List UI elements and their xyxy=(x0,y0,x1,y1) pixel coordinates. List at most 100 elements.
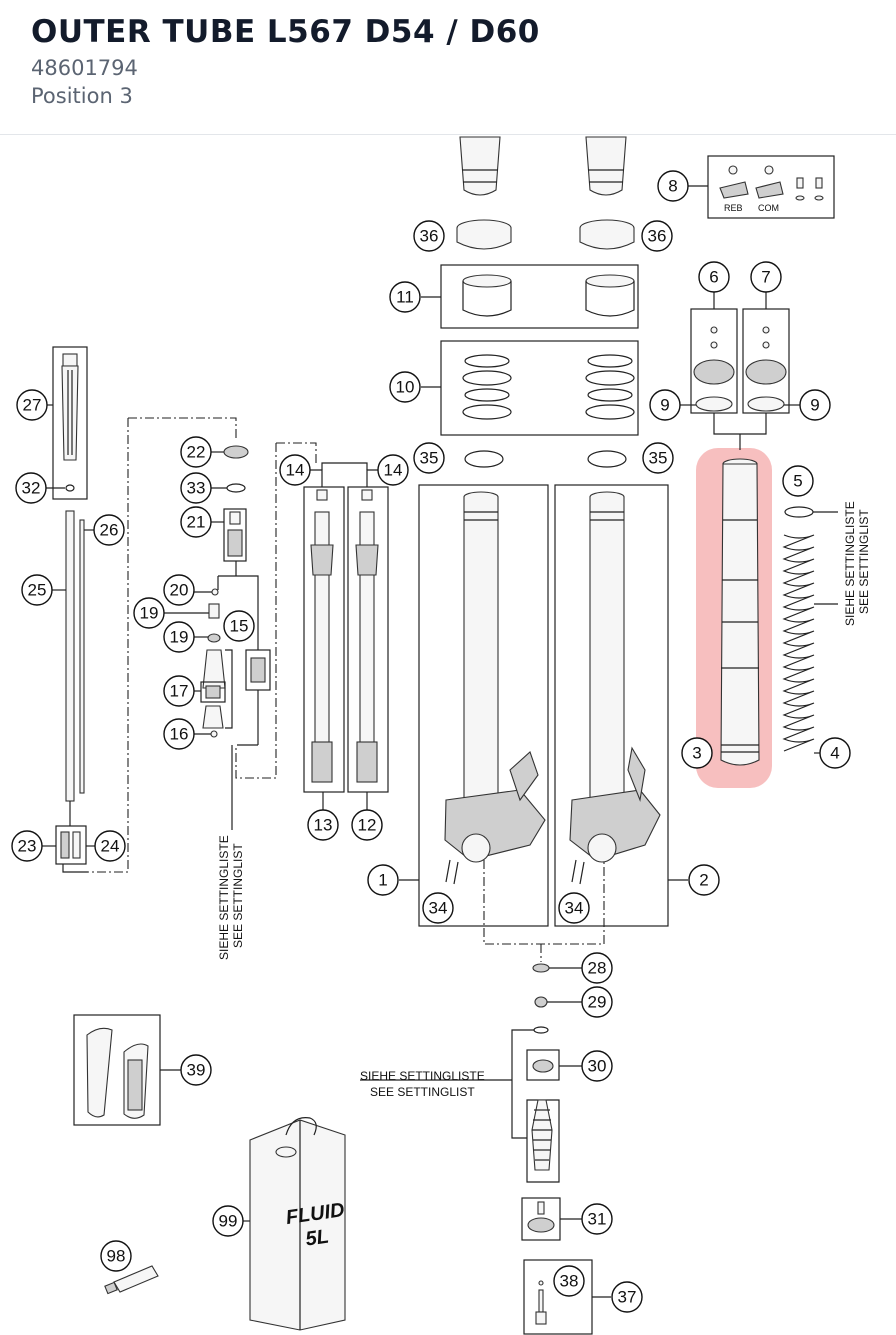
svg-text:26: 26 xyxy=(100,521,119,540)
part-4-spring xyxy=(782,534,815,752)
callout-24[interactable]: 24 xyxy=(94,830,126,862)
svg-text:33: 33 xyxy=(187,479,206,498)
callout-30[interactable]: 30 xyxy=(581,1050,613,1082)
svg-text:21: 21 xyxy=(187,513,206,532)
part-12-cartridge xyxy=(355,489,379,783)
callout-29[interactable]: 29 xyxy=(581,986,613,1018)
svg-text:98: 98 xyxy=(107,1247,126,1266)
svg-text:27: 27 xyxy=(23,396,42,415)
callout-37[interactable]: 37 xyxy=(611,1281,643,1313)
callout-23[interactable]: 23 xyxy=(11,830,43,862)
svg-text:25: 25 xyxy=(28,581,47,600)
part-28-nut xyxy=(532,963,550,973)
callout-14-left[interactable]: 14 xyxy=(279,454,311,486)
callout-38[interactable]: 38 xyxy=(553,1265,585,1297)
callout-34-left[interactable]: 34 xyxy=(422,892,454,924)
callout-99[interactable]: 99 xyxy=(212,1205,244,1237)
callout-8[interactable]: 8 xyxy=(657,170,689,202)
svg-text:37: 37 xyxy=(618,1288,637,1307)
callout-14-right[interactable]: 14 xyxy=(377,454,409,486)
callout-35-left[interactable]: 35 xyxy=(413,442,445,474)
part-36-right xyxy=(579,219,635,250)
callout-36-right[interactable]: 36 xyxy=(641,220,673,252)
com-label: COM xyxy=(758,203,779,213)
reb-label: REB xyxy=(724,203,743,213)
callout-39[interactable]: 39 xyxy=(180,1054,212,1086)
svg-text:3: 3 xyxy=(692,744,701,763)
settinglist-note-bottom-en: SEE SETTINGLIST xyxy=(370,1085,475,1099)
settinglist-note-right-en: SEE SETTINGLIST xyxy=(857,509,871,614)
callout-13[interactable]: 13 xyxy=(307,809,339,841)
settinglist-note-left-en: SEE SETTINGLIST xyxy=(231,843,245,948)
callout-2[interactable]: 2 xyxy=(688,864,720,896)
callout-34-right[interactable]: 34 xyxy=(558,892,590,924)
svg-text:9: 9 xyxy=(810,396,819,415)
fork-top-left xyxy=(459,136,501,196)
callout-4[interactable]: 4 xyxy=(819,737,851,769)
svg-text:8: 8 xyxy=(668,177,677,196)
svg-text:14: 14 xyxy=(384,461,403,480)
svg-text:28: 28 xyxy=(588,959,607,978)
svg-text:36: 36 xyxy=(648,227,667,246)
callout-32[interactable]: 32 xyxy=(15,472,47,504)
callout-15[interactable]: 15 xyxy=(223,610,255,642)
callout-36-left[interactable]: 36 xyxy=(413,220,445,252)
callout-98[interactable]: 98 xyxy=(100,1240,132,1272)
svg-text:34: 34 xyxy=(565,899,584,918)
callout-22[interactable]: 22 xyxy=(180,436,212,468)
callout-3[interactable]: 3 xyxy=(681,737,713,769)
exploded-parts-diagram: REB COM xyxy=(11,136,871,1335)
fork-top-right xyxy=(585,136,627,196)
callout-6[interactable]: 6 xyxy=(698,261,730,293)
callout-27[interactable]: 27 xyxy=(16,389,48,421)
svg-text:39: 39 xyxy=(187,1061,206,1080)
callout-7[interactable]: 7 xyxy=(750,261,782,293)
part-98-grease-tube xyxy=(104,1265,159,1295)
callout-9-left[interactable]: 9 xyxy=(649,389,681,421)
callout-10[interactable]: 10 xyxy=(389,371,421,403)
svg-text:11: 11 xyxy=(396,288,414,307)
callout-26[interactable]: 26 xyxy=(93,514,125,546)
part-99-fluid-can: FLUID 5L xyxy=(249,1117,346,1331)
callout-17[interactable]: 17 xyxy=(163,675,195,707)
part-37-bolt xyxy=(535,1280,547,1325)
position-label: Position 3 xyxy=(31,84,133,108)
svg-text:23: 23 xyxy=(18,837,37,856)
svg-text:1: 1 xyxy=(378,871,387,890)
settinglist-note-left-de: SIEHE SETTINGLISTE xyxy=(217,835,231,960)
callout-21[interactable]: 21 xyxy=(180,506,212,538)
part-27-tool xyxy=(61,353,79,461)
svg-text:35: 35 xyxy=(649,449,668,468)
callout-9-right[interactable]: 9 xyxy=(799,389,831,421)
callout-35-right[interactable]: 35 xyxy=(642,442,674,474)
shim-stack xyxy=(531,1099,553,1171)
callout-31[interactable]: 31 xyxy=(581,1203,613,1235)
callout-1[interactable]: 1 xyxy=(367,864,399,896)
callout-19-upper[interactable]: 19 xyxy=(133,597,165,629)
part-31-piston xyxy=(527,1201,555,1233)
callout-19-lower[interactable]: 19 xyxy=(163,621,195,653)
svg-text:19: 19 xyxy=(140,604,159,623)
page-header: OUTER TUBE L567 D54 / D60 48601794 Posit… xyxy=(0,0,896,135)
svg-text:30: 30 xyxy=(588,1057,607,1076)
part-3-outer-tube xyxy=(720,458,760,766)
callout-16[interactable]: 16 xyxy=(163,718,195,750)
callout-5[interactable]: 5 xyxy=(782,465,814,497)
callout-28[interactable]: 28 xyxy=(581,952,613,984)
callout-25[interactable]: 25 xyxy=(21,574,53,606)
svg-text:9: 9 xyxy=(660,396,669,415)
svg-text:4: 4 xyxy=(830,744,839,763)
svg-text:31: 31 xyxy=(588,1210,607,1229)
part-number: 48601794 xyxy=(31,56,138,80)
callout-12[interactable]: 12 xyxy=(351,809,383,841)
callout-20[interactable]: 20 xyxy=(163,574,195,606)
callout-11[interactable]: 11 xyxy=(389,281,421,313)
part-6-top-cap xyxy=(693,326,735,412)
page-title: OUTER TUBE L567 D54 / D60 xyxy=(31,14,540,50)
settinglist-note-right-de: SIEHE SETTINGLISTE xyxy=(843,501,857,626)
part-36-left xyxy=(456,219,512,250)
svg-text:22: 22 xyxy=(187,443,206,462)
part-11-bushings xyxy=(462,274,635,317)
callout-33[interactable]: 33 xyxy=(180,472,212,504)
part-22-nut xyxy=(223,445,249,459)
